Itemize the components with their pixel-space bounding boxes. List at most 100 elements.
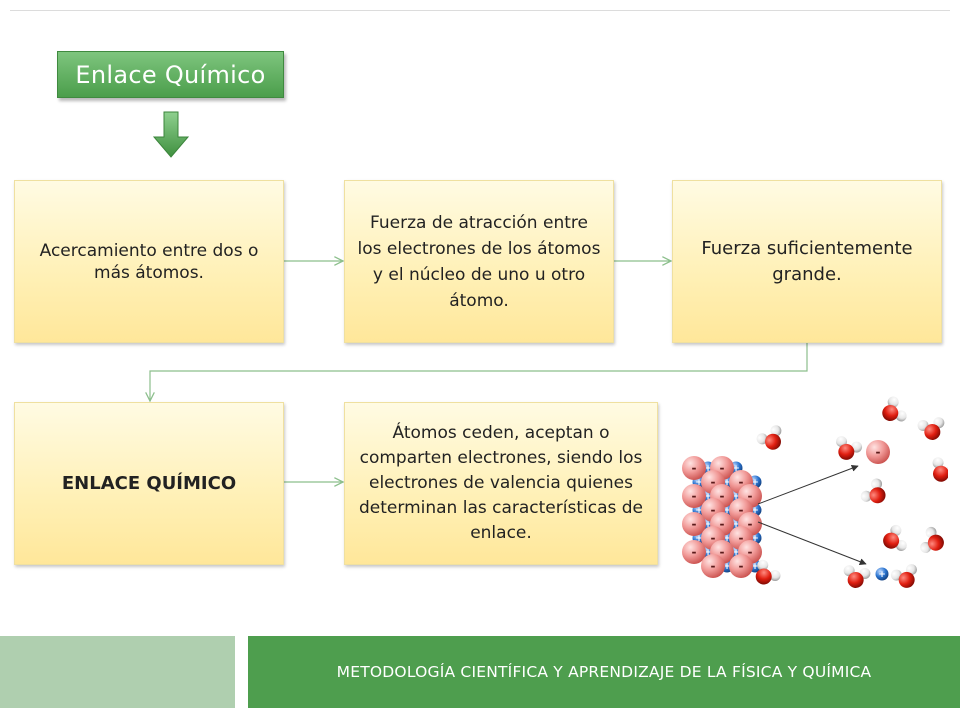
footer-text: METODOLOGÍA CIENTÍFICA Y APRENDIZAJE DE … bbox=[336, 663, 872, 681]
cation-sign: + bbox=[732, 520, 740, 530]
water-molecules bbox=[755, 396, 948, 588]
water-molecule bbox=[843, 565, 871, 588]
anion-sign: - bbox=[692, 545, 697, 559]
anion-sign: - bbox=[720, 517, 725, 531]
dissolution-arrows bbox=[757, 464, 867, 565]
water-molecule bbox=[932, 457, 948, 482]
water-molecule bbox=[917, 417, 945, 440]
cation-sign: + bbox=[723, 562, 731, 572]
anion-sign: - bbox=[876, 445, 881, 459]
cation-sign: + bbox=[695, 506, 703, 516]
anion-sphere bbox=[682, 540, 706, 564]
oxygen-atom bbox=[924, 423, 941, 440]
step-box-strong-force: Fuerza suficientemente grande. bbox=[672, 180, 942, 343]
step-box-chemical-bond: ENLACE QUÍMICO bbox=[14, 402, 284, 565]
hydrogen-atom bbox=[887, 396, 899, 408]
oxygen-atom bbox=[838, 443, 855, 460]
anion-sign: - bbox=[692, 489, 697, 503]
oxygen-atom bbox=[847, 571, 864, 588]
hydrogen-atom bbox=[769, 570, 781, 582]
cation-sign: + bbox=[695, 534, 703, 544]
hydrogen-atom bbox=[860, 490, 872, 502]
water-molecule bbox=[920, 526, 944, 553]
anion-sign: - bbox=[739, 559, 744, 573]
anion-sign: - bbox=[739, 503, 744, 517]
anion-sign: - bbox=[711, 503, 716, 517]
anion-sign: - bbox=[720, 489, 725, 503]
oxygen-atom bbox=[755, 568, 772, 585]
anion-sign: - bbox=[711, 475, 716, 489]
anion-sign: - bbox=[748, 517, 753, 531]
anion-sign: - bbox=[720, 545, 725, 559]
step-text-strong-force: Fuerza suficientemente grande. bbox=[701, 237, 913, 285]
anion-sphere bbox=[701, 554, 725, 578]
cation-sign: + bbox=[723, 506, 731, 516]
cation-sign: + bbox=[878, 570, 886, 580]
footer-bar: METODOLOGÍA CIENTÍFICA Y APRENDIZAJE DE … bbox=[248, 636, 960, 708]
anion-sign: - bbox=[711, 531, 716, 545]
anion-sign: - bbox=[692, 517, 697, 531]
title-text: Enlace Químico bbox=[75, 60, 266, 89]
oxygen-atom bbox=[883, 532, 900, 549]
hydrogen-atom bbox=[932, 457, 944, 469]
hydrogen-atom bbox=[895, 410, 907, 422]
cation-sign: + bbox=[704, 548, 712, 558]
cation-sign: + bbox=[732, 464, 740, 474]
hydrogen-atom bbox=[756, 433, 768, 445]
anion-sign: - bbox=[711, 559, 716, 573]
anion-sign: - bbox=[739, 475, 744, 489]
cation-sign: + bbox=[751, 478, 759, 488]
anion-sphere bbox=[682, 484, 706, 508]
cation-sign: + bbox=[704, 520, 712, 530]
water-molecule bbox=[860, 478, 886, 504]
ionic-lattice-dissolution-illustration: +++++++++++++++++++------------------- -… bbox=[682, 396, 948, 588]
anion-sign: - bbox=[692, 461, 697, 475]
hydrogen-atom bbox=[871, 478, 883, 490]
water-molecule bbox=[755, 559, 781, 585]
cation-sign: + bbox=[751, 534, 759, 544]
cation-sign: + bbox=[723, 534, 731, 544]
anion-sphere bbox=[682, 456, 706, 480]
step-box-approach: Acercamiento entre dos o más átomos. bbox=[14, 180, 284, 343]
cation-sign: + bbox=[732, 548, 740, 558]
oxygen-atom bbox=[927, 534, 944, 551]
water-molecule bbox=[836, 436, 863, 460]
free-ions: -+ bbox=[866, 440, 890, 581]
ionic-lattice: +++++++++++++++++++------------------- bbox=[682, 456, 762, 578]
arrow-to-anion bbox=[757, 464, 859, 505]
anion-sphere bbox=[682, 512, 706, 536]
down-arrow-icon bbox=[152, 111, 190, 158]
step-text-electron-exchange: Átomos ceden, aceptan o comparten electr… bbox=[359, 423, 643, 543]
cation-sphere bbox=[875, 567, 889, 581]
water-molecule bbox=[883, 524, 907, 551]
anion-sign: - bbox=[739, 531, 744, 545]
step-text-chemical-bond: ENLACE QUÍMICO bbox=[61, 473, 237, 494]
water-molecule bbox=[890, 564, 917, 588]
oxygen-atom bbox=[869, 487, 886, 504]
anion-sphere bbox=[866, 440, 890, 464]
cation-sign: + bbox=[695, 478, 703, 488]
cation-sign: + bbox=[723, 478, 731, 488]
hydrogen-atom bbox=[757, 559, 769, 571]
oxygen-atom bbox=[898, 571, 915, 588]
arrow-to-cation bbox=[757, 521, 867, 565]
step-text-approach: Acercamiento entre dos o más átomos. bbox=[39, 240, 259, 283]
anion-sphere bbox=[729, 554, 753, 578]
hydrogen-atom bbox=[770, 425, 782, 437]
oxygen-atom bbox=[933, 465, 948, 482]
cation-sign: + bbox=[704, 492, 712, 502]
step-text-attraction: Fuerza de atracción entre los electrones… bbox=[357, 212, 601, 311]
cation-sign: + bbox=[751, 506, 759, 516]
water-molecule bbox=[756, 425, 782, 450]
oxygen-atom bbox=[765, 433, 781, 450]
cation-sign: + bbox=[732, 492, 740, 502]
oxygen-atom bbox=[882, 405, 899, 421]
step-box-attraction: Fuerza de atracción entre los electrones… bbox=[344, 180, 614, 343]
anion-sign: - bbox=[748, 489, 753, 503]
slide-frame bbox=[10, 10, 950, 611]
title-pill: Enlace Químico bbox=[57, 51, 284, 98]
footer-accent-block bbox=[0, 636, 235, 708]
anion-sign: - bbox=[748, 545, 753, 559]
anion-sign: - bbox=[720, 461, 725, 475]
step-box-electron-exchange: Átomos ceden, aceptan o comparten electr… bbox=[344, 402, 658, 565]
